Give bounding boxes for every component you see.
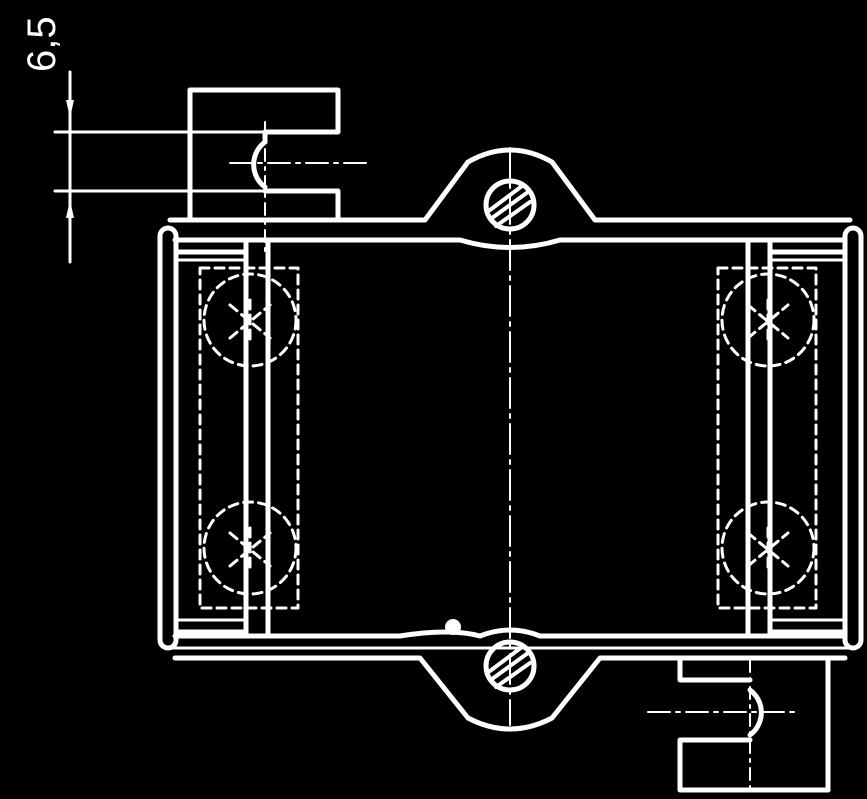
top-terminal-bracket [187, 87, 369, 253]
dimension-label: 6,5 [20, 16, 64, 72]
right-hidden-bolts [716, 266, 818, 610]
dimension-6-5: 6,5 [20, 16, 264, 264]
bottom-terminal-bracket [647, 657, 831, 793]
left-hidden-bolts [198, 266, 300, 610]
marker-dot [445, 619, 461, 635]
